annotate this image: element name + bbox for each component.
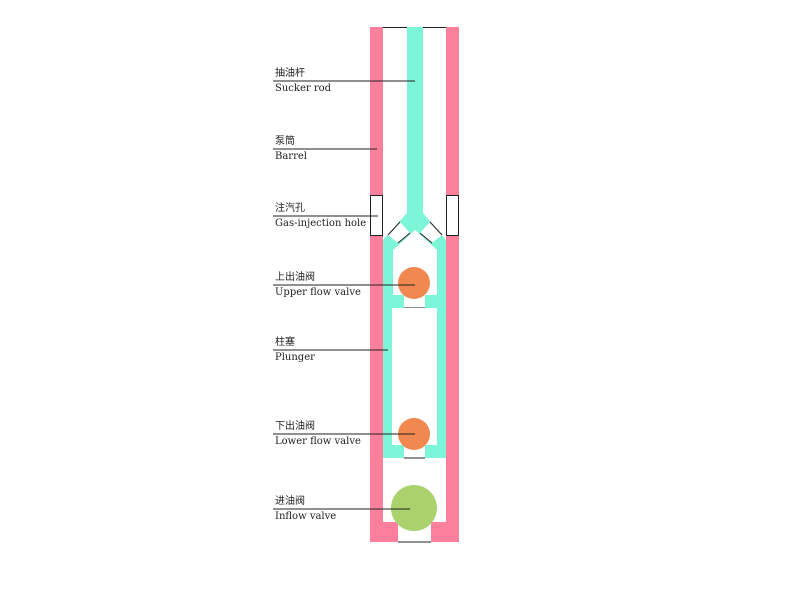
label-sucker-rod-en: Sucker rod bbox=[275, 83, 332, 94]
label-plunger-en: Plunger bbox=[275, 352, 315, 363]
inflow-valve-ball bbox=[391, 485, 437, 531]
label-upper-valve-zh: 上出油阀 bbox=[275, 272, 315, 283]
label-inflow-valve-en: Inflow valve bbox=[275, 511, 337, 522]
upper-flow-valve-ball bbox=[398, 267, 430, 299]
label-barrel-en: Barrel bbox=[275, 151, 307, 162]
label-gas-hole-zh: 注汽孔 bbox=[275, 203, 305, 214]
label-lower-valve-zh: 下出油阀 bbox=[275, 421, 315, 432]
label-inflow-valve-zh: 进油阀 bbox=[275, 496, 305, 507]
label-upper-valve-en: Upper flow valve bbox=[275, 287, 361, 298]
label-barrel-zh: 泵筒 bbox=[275, 136, 295, 147]
leader-lines bbox=[273, 80, 415, 510]
label-gas-hole-en: Gas-injection hole bbox=[275, 218, 367, 229]
label-plunger-zh: 柱塞 bbox=[275, 337, 295, 348]
label-sucker-rod-zh: 抽油杆 bbox=[275, 68, 305, 79]
label-lower-valve-en: Lower flow valve bbox=[275, 436, 361, 447]
